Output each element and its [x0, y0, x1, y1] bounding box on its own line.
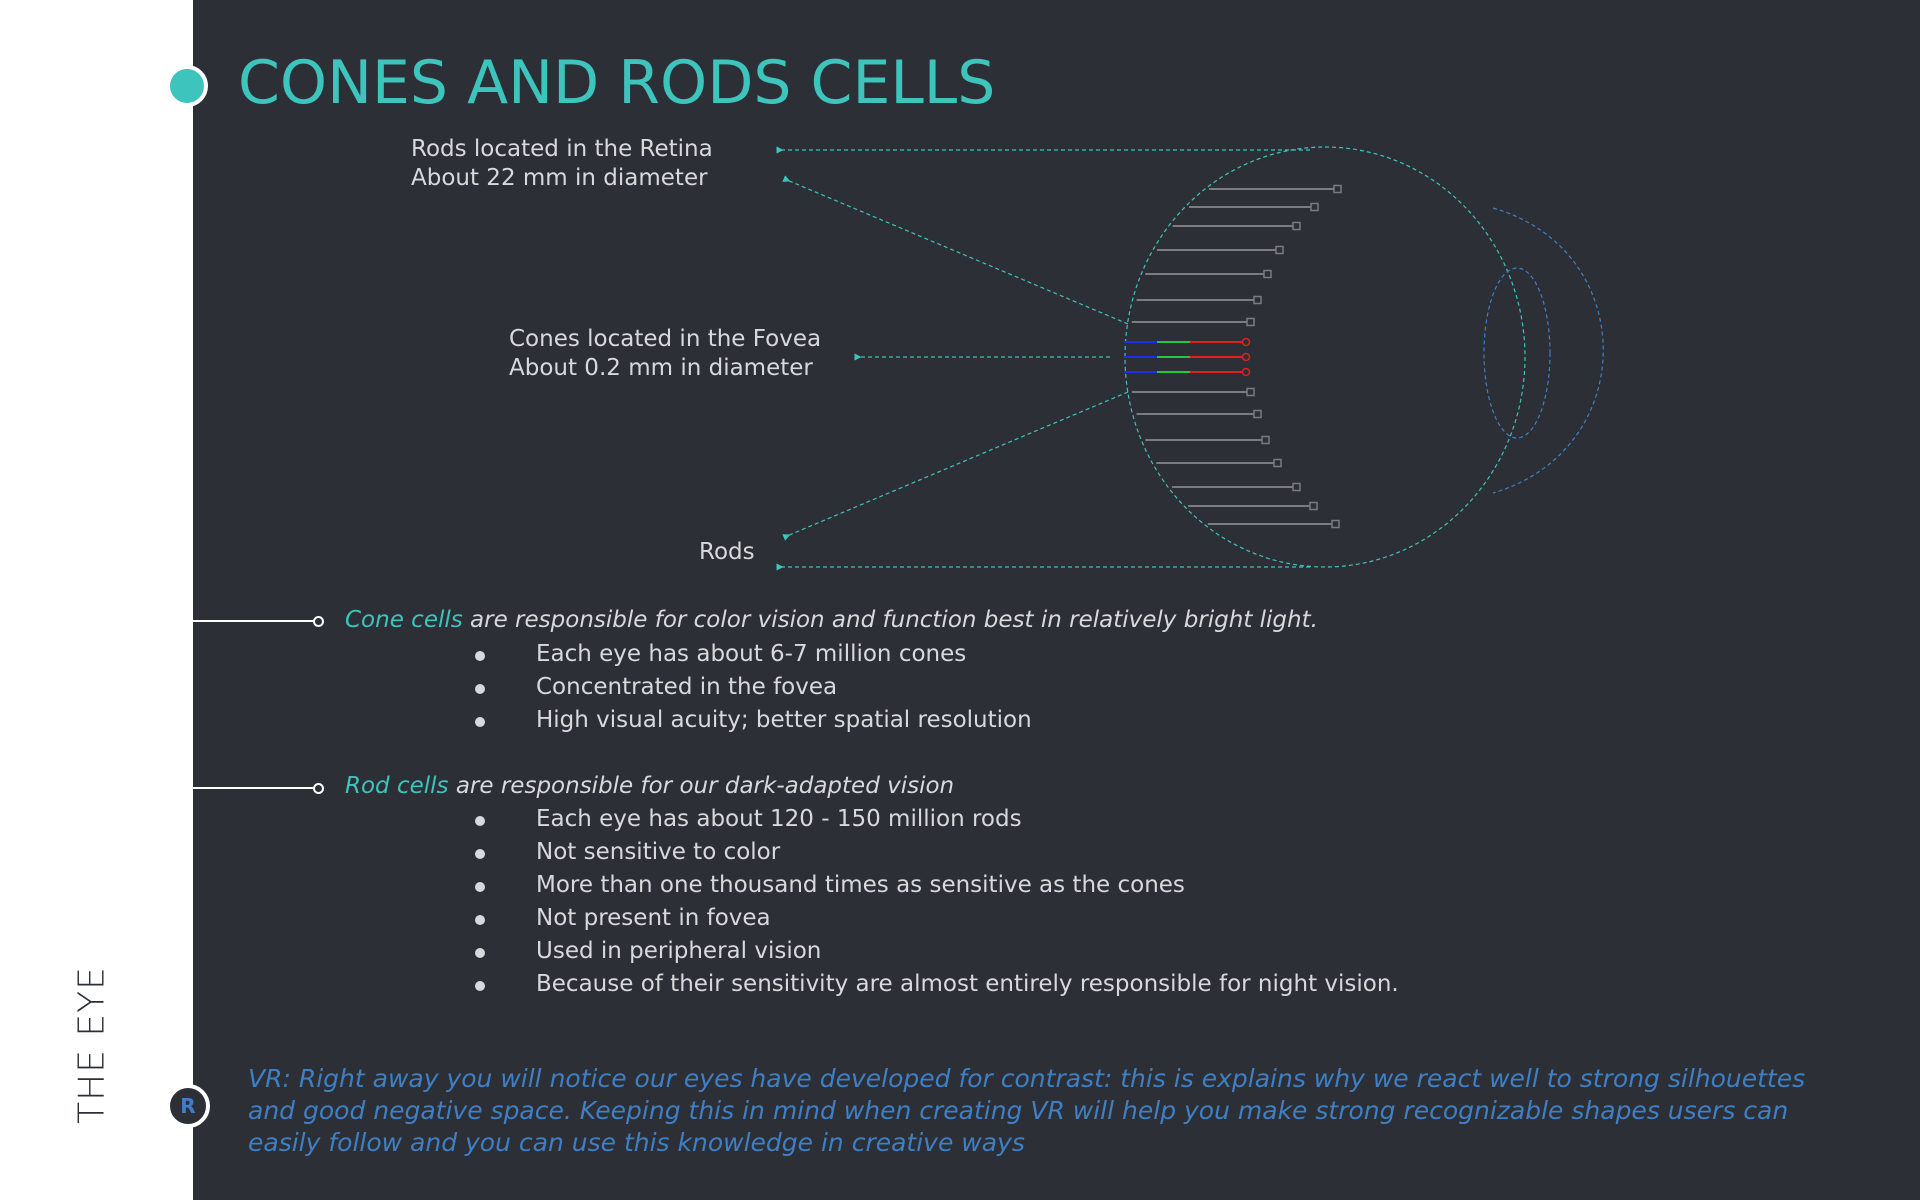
rod-cell-end [1246, 317, 1255, 327]
rod-cell-end [1275, 245, 1284, 255]
cone-cells [1124, 337, 1251, 377]
pointer-lines [776, 146, 1310, 571]
rod-cell-end [1331, 519, 1340, 529]
rod-cell-end [1253, 295, 1262, 305]
rods-section-node [313, 783, 324, 794]
cones-intro-text: are responsible for color vision and fun… [462, 607, 1318, 633]
rod-cell-end [1309, 501, 1318, 511]
list-item: Used in peripheral vision [470, 935, 1399, 968]
rods-intro-accent: Rod cells [345, 773, 449, 799]
rod-cell-end [1273, 458, 1282, 468]
label-rods-retina-line2: About 22 mm in diameter [411, 165, 708, 191]
list-item: Each eye has about 6-7 million cones [470, 638, 1032, 671]
rod-cell-end [1253, 409, 1262, 419]
lens-outline [1483, 267, 1551, 439]
cones-section-node [313, 616, 324, 627]
rods-section-line [193, 787, 317, 789]
rod-cell-end [1263, 269, 1272, 279]
sidebar: THE EYE [0, 0, 193, 1200]
cones-section-line [193, 620, 317, 622]
cone-cell-end [1241, 337, 1251, 347]
pointer-rods-upper [782, 175, 1129, 325]
list-item: Because of their sensitivity are almost … [470, 968, 1399, 1001]
cornea-outline [1492, 207, 1604, 494]
rod-cell-end [1292, 482, 1301, 492]
rod-cells [1131, 184, 1342, 529]
eyeball-outline [1124, 146, 1526, 568]
rod-cell-end [1292, 221, 1301, 231]
list-item: High visual acuity; better spatial resol… [470, 704, 1032, 737]
cone-cell-end [1241, 352, 1251, 362]
list-item: Each eye has about 120 - 150 million rod… [470, 803, 1399, 836]
rod-cell-end [1333, 184, 1342, 194]
list-item: More than one thousand times as sensitiv… [470, 869, 1399, 902]
rod-cell-end [1261, 435, 1270, 445]
rods-intro-text: are responsible for our dark-adapted vis… [448, 773, 955, 799]
label-cones-line2: About 0.2 mm in diameter [509, 355, 813, 381]
pointer-rods-lower [782, 391, 1129, 541]
page-title: CONES AND RODS CELLS [238, 48, 996, 118]
rods-intro: Rod cells are responsible for our dark-a… [345, 773, 954, 799]
cones-intro-accent: Cone cells [345, 607, 463, 633]
cones-bullet-list: Each eye has about 6-7 million cones Con… [470, 638, 1032, 737]
label-cones-line1: Cones located in the Fovea [509, 326, 822, 352]
cones-intro: Cone cells are responsible for color vis… [345, 607, 1318, 633]
label-rods-retina: Rods located in the Retina About 22 mm i… [411, 135, 713, 193]
rod-cell-end [1310, 202, 1319, 212]
rods-bullet-list: Each eye has about 120 - 150 million rod… [470, 803, 1399, 1001]
cone-cell-end [1241, 367, 1251, 377]
rod-cell-end [1246, 387, 1255, 397]
label-cones-fovea: Cones located in the Fovea About 0.2 mm … [509, 325, 821, 383]
label-rods: Rods [699, 539, 755, 565]
list-item: Not sensitive to color [470, 836, 1399, 869]
title-bullet-icon [166, 65, 208, 107]
list-item: Concentrated in the fovea [470, 671, 1032, 704]
list-item: Not present in fovea [470, 902, 1399, 935]
notes-badge: R [166, 1084, 210, 1128]
label-rods-retina-line1: Rods located in the Retina [411, 136, 713, 162]
vr-note: VR: Right away you will notice our eyes … [248, 1064, 1806, 1157]
